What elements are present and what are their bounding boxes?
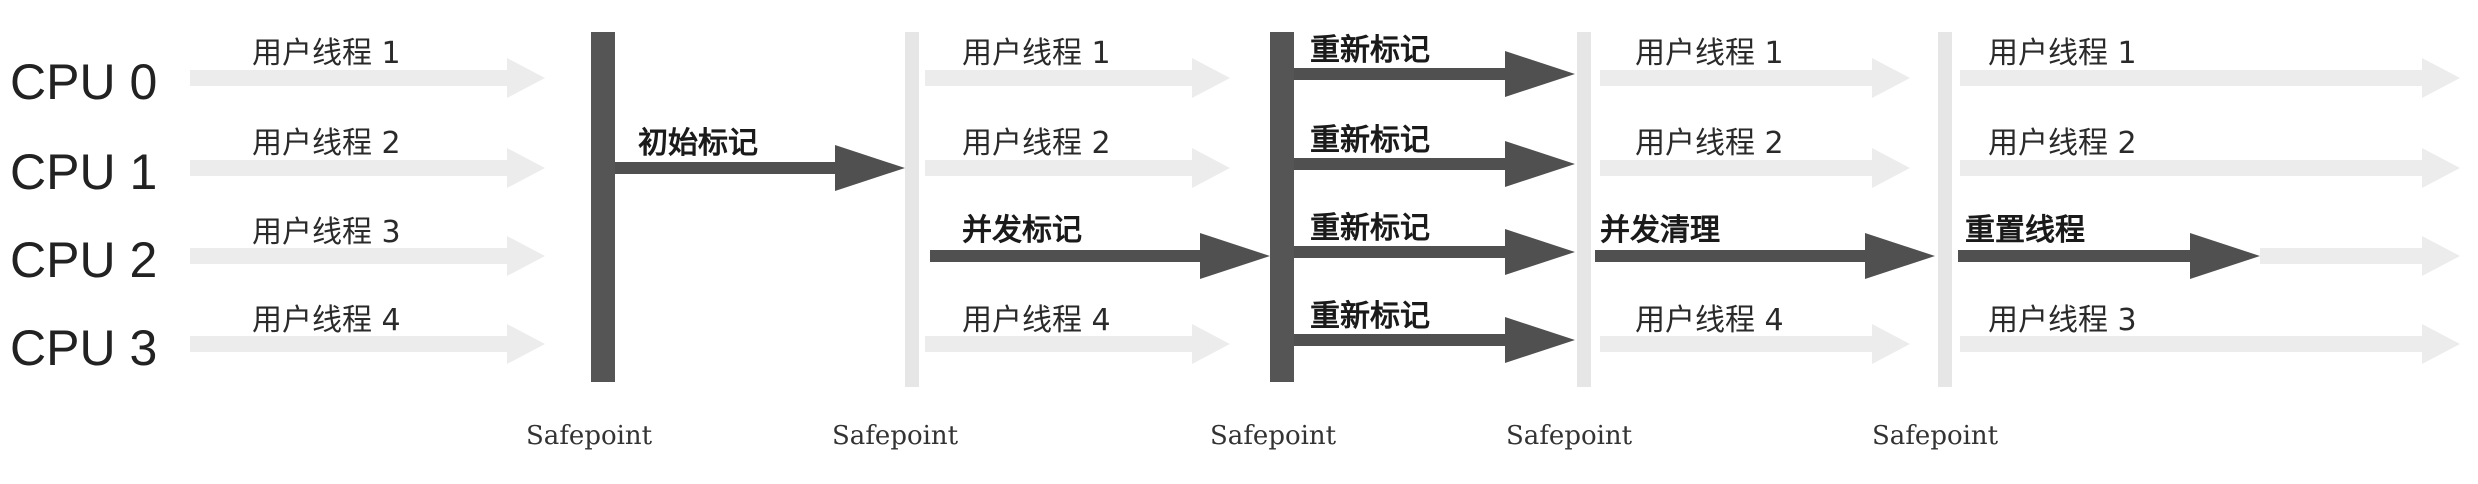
phase1-thread-labels: 用户线程 1 用户线程 2 用户线程 3 用户线程 4	[252, 36, 401, 338]
user-thread-arrow	[1960, 58, 2460, 98]
thread-label: 用户线程 1	[962, 36, 1111, 71]
cpu-label-3: CPU 3	[10, 320, 157, 376]
user-thread-arrow	[190, 58, 545, 98]
user-thread-arrow	[2260, 236, 2460, 276]
initial-mark-label: 初始标记	[638, 126, 758, 161]
user-thread-arrow	[925, 148, 1230, 188]
cpu-label-0: CPU 0	[10, 54, 157, 110]
thread-label: 用户线程 1	[1635, 36, 1784, 71]
user-thread-arrow	[190, 236, 545, 276]
safepoint-bar-5	[1938, 32, 1952, 387]
user-thread-arrow	[190, 148, 545, 188]
remark-arrow	[1294, 141, 1575, 187]
thread-label: 用户线程 2	[1988, 126, 2137, 161]
user-thread-arrow	[925, 324, 1230, 364]
cpu-labels: CPU 0 CPU 1 CPU 2 CPU 3	[10, 54, 157, 376]
thread-label: 用户线程 4	[962, 303, 1111, 338]
thread-label: 用户线程 2	[1635, 126, 1784, 161]
user-thread-arrow	[1960, 324, 2460, 364]
concurrent-mark-label: 并发标记	[962, 213, 1082, 248]
cpu-label-1: CPU 1	[10, 144, 157, 200]
thread-label: 用户线程 2	[962, 126, 1111, 161]
thread-label: 用户线程 3	[1988, 303, 2137, 338]
thread-label: 用户线程 1	[252, 36, 401, 71]
safepoint-label: Safepoint	[1210, 421, 1337, 451]
safepoint-label: Safepoint	[526, 421, 653, 451]
phase4-labels: 用户线程 1 用户线程 2 并发清理 用户线程 4	[1600, 36, 1784, 338]
thread-label: 用户线程 4	[252, 303, 401, 338]
remark-arrow	[1294, 229, 1575, 275]
safepoint-label: Safepoint	[1506, 421, 1633, 451]
safepoint-bar-2	[905, 32, 919, 387]
safepoint-bars	[591, 32, 1952, 387]
remark-labels: 重新标记 重新标记 重新标记 重新标记	[1310, 33, 1430, 334]
concurrent-mark-arrow	[930, 233, 1270, 279]
thread-label: 用户线程 2	[252, 126, 401, 161]
concurrent-sweep-label: 并发清理	[1600, 213, 1720, 248]
user-thread-arrow	[1600, 148, 1910, 188]
remark-label: 重新标记	[1310, 299, 1430, 334]
user-thread-arrow	[1600, 324, 1910, 364]
user-thread-arrow	[190, 324, 545, 364]
phase5-labels: 用户线程 1 用户线程 2 重置线程 用户线程 3	[1965, 36, 2137, 338]
user-thread-arrow	[1960, 148, 2460, 188]
safepoint-bar-4	[1577, 32, 1591, 387]
remark-arrow	[1294, 317, 1575, 363]
safepoint-label: Safepoint	[1872, 421, 1999, 451]
remark-label: 重新标记	[1310, 33, 1430, 68]
user-thread-arrows	[190, 58, 2460, 364]
user-thread-arrow	[925, 58, 1230, 98]
safepoint-bar-3	[1270, 32, 1294, 382]
initial-mark-arrow	[615, 162, 655, 174]
phase2-labels: 用户线程 1 用户线程 2 并发标记 用户线程 4	[962, 36, 1111, 338]
thread-label: 用户线程 3	[252, 215, 401, 250]
remark-label: 重新标记	[1310, 211, 1430, 246]
remark-label: 重新标记	[1310, 123, 1430, 158]
safepoint-labels: Safepoint Safepoint Safepoint Safepoint …	[526, 421, 1999, 451]
thread-label: 用户线程 1	[1988, 36, 2137, 71]
reset-threads-arrow	[1958, 233, 2260, 279]
safepoint-bar-1	[591, 32, 615, 382]
cpu-label-2: CPU 2	[10, 232, 157, 288]
gc-arrows	[615, 51, 2260, 363]
initial-mark-arrow	[615, 145, 905, 191]
user-thread-arrow	[1600, 58, 1910, 98]
concurrent-sweep-arrow	[1595, 233, 1935, 279]
remark-arrow	[1294, 51, 1575, 97]
safepoint-label: Safepoint	[832, 421, 959, 451]
thread-label: 用户线程 4	[1635, 303, 1784, 338]
reset-threads-label: 重置线程	[1965, 213, 2085, 248]
